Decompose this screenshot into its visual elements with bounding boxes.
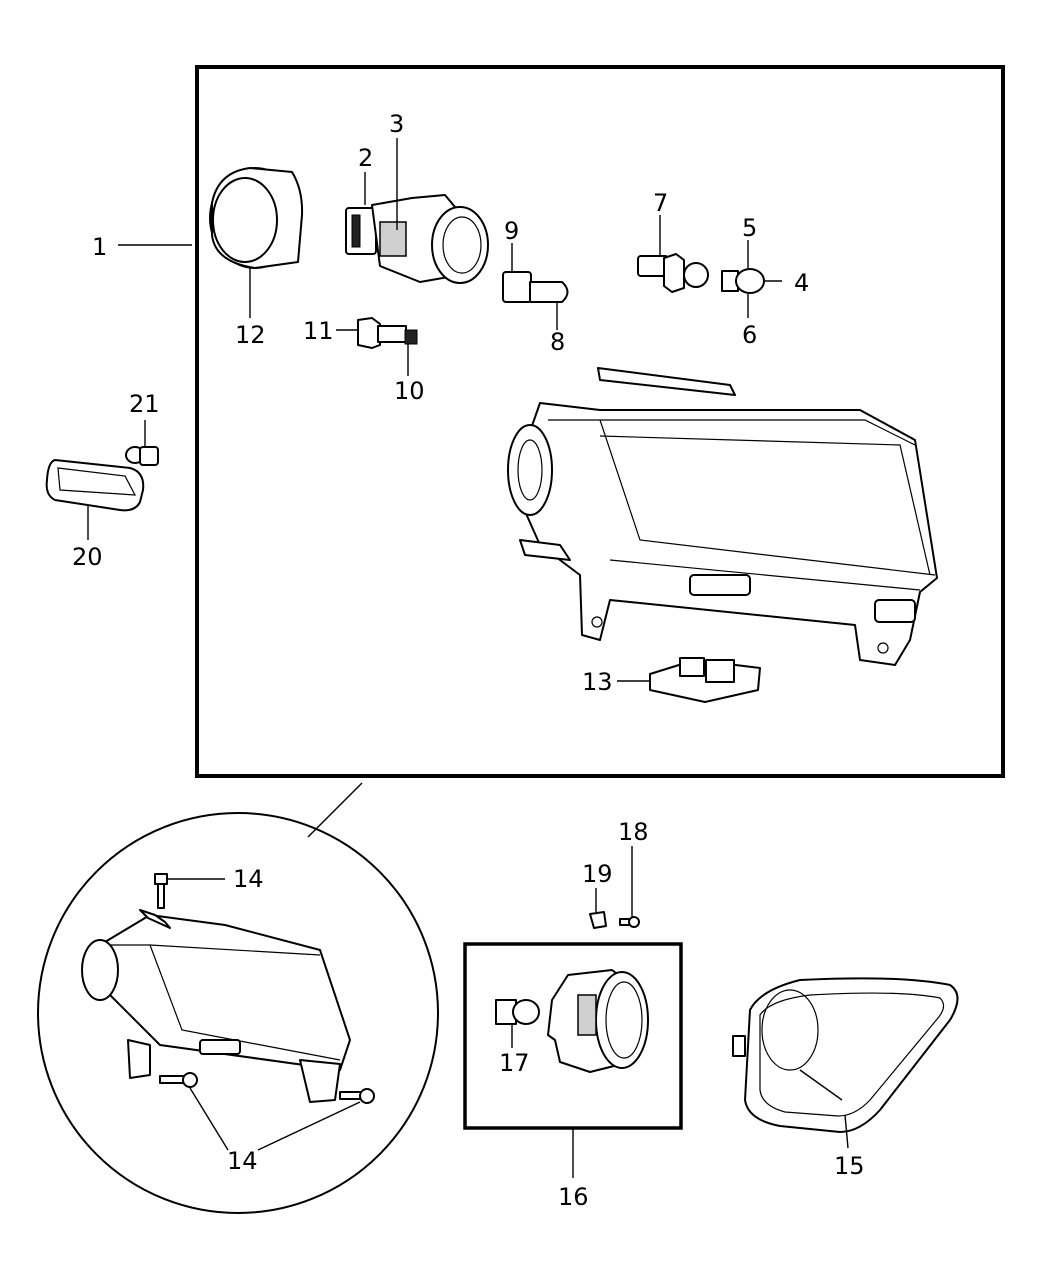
callout-16: 16: [558, 1183, 589, 1211]
callout-10: 10: [394, 377, 425, 405]
callout-13: 13: [582, 668, 613, 696]
callout-5: 5: [742, 214, 757, 242]
callout-1: 1: [92, 233, 107, 261]
part-9-bulb-socket: [502, 243, 569, 330]
part-10-bulb: [336, 317, 418, 376]
part-12-bezel-ring: [209, 167, 304, 318]
part-4-wedge-bulb: [721, 240, 782, 318]
callout-21: 21: [129, 390, 160, 418]
callout-2: 2: [358, 144, 373, 172]
callout-3: 3: [389, 110, 404, 138]
headlamp-assembly: [507, 367, 938, 666]
callout-11: 11: [303, 317, 334, 345]
callout-6: 6: [742, 321, 757, 349]
callout-12: 12: [235, 321, 266, 349]
part-13-ballast: [617, 657, 761, 703]
callout-19: 19: [582, 860, 613, 888]
part-16-fog-lamp: [463, 942, 683, 1178]
headlamp-assembly-frame: [195, 65, 1005, 778]
callout-4: 4: [794, 269, 809, 297]
callout-8: 8: [550, 328, 565, 356]
callout-14-bottom: 14: [227, 1147, 258, 1175]
callout-18: 18: [618, 818, 649, 846]
part-7-socket: [637, 215, 709, 293]
callout-7: 7: [653, 189, 668, 217]
part-3-projector-module: [345, 138, 489, 284]
part-20-side-marker-lamp: [45, 459, 145, 540]
part-15-fog-bezel: [732, 977, 959, 1149]
callout-14-top: 14: [233, 865, 264, 893]
callout-20: 20: [72, 543, 103, 571]
installation-detail-view: [37, 782, 439, 1214]
callout-15: 15: [834, 1152, 865, 1180]
callout-17: 17: [499, 1049, 530, 1077]
callout-9: 9: [504, 217, 519, 245]
part-21-side-marker-bulb: [125, 420, 159, 466]
part-18-19-fasteners: [589, 846, 640, 929]
